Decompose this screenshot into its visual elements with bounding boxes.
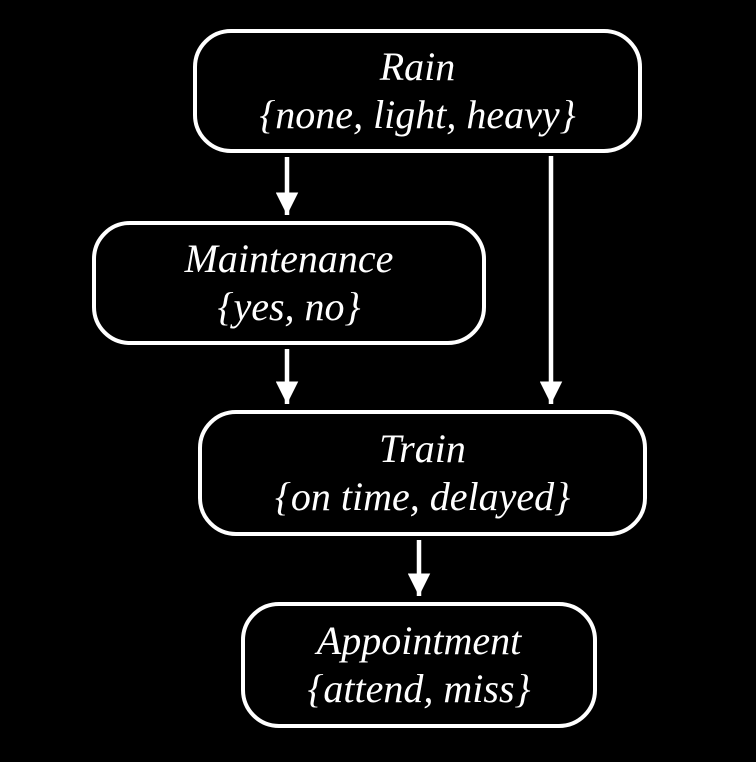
node-appointment: Appointment {attend, miss}: [241, 602, 597, 728]
node-maintenance-title: Maintenance: [184, 236, 394, 281]
node-train: Train {on time, delayed}: [198, 410, 647, 536]
node-rain-title: Rain: [379, 44, 456, 89]
node-train-values: {on time, delayed}: [274, 474, 571, 519]
node-maintenance: Maintenance {yes, no}: [92, 221, 486, 345]
node-rain-values: {none, light, heavy}: [259, 92, 576, 137]
node-maintenance-values: {yes, no}: [217, 284, 361, 329]
node-train-title: Train: [379, 426, 466, 471]
node-rain: Rain {none, light, heavy}: [193, 29, 642, 153]
node-appointment-values: {attend, miss}: [307, 666, 531, 711]
node-appointment-title: Appointment: [316, 618, 522, 663]
